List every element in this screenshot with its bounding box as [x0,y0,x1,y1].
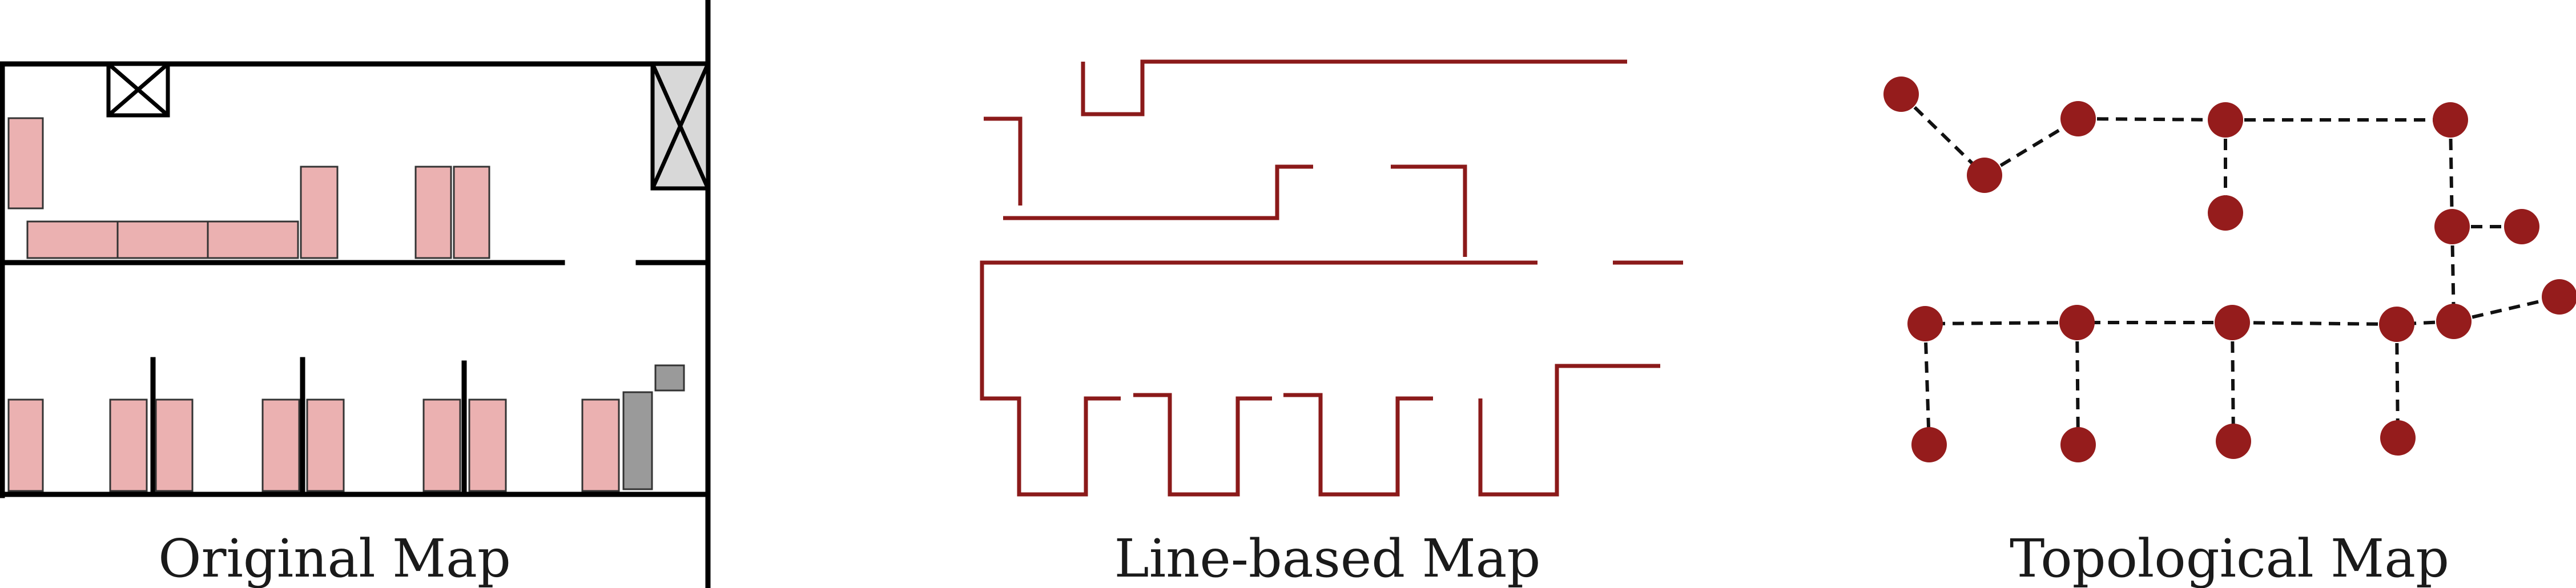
shelf [300,166,339,259]
topology-nodes [1883,76,2576,462]
topology-node-n4 [2208,102,2243,138]
topology-node-n5 [2433,102,2468,138]
topology-node-n13 [2059,305,2095,340]
shelf [109,398,148,492]
line-segments [980,59,1683,497]
original-map-panel: Original Map [0,0,711,588]
topology-edge-n12-n17 [2231,322,2235,442]
crossed-gray-box [650,62,710,191]
line-segment [1283,393,1433,497]
shelf [26,220,119,259]
shelf [116,220,209,259]
topology-node-n9 [2436,304,2472,339]
shelf [422,398,461,492]
line-segment [1003,164,1313,220]
line-segment [1081,59,1627,116]
topology-edge-n11-n12 [2232,321,2397,326]
shelf [468,398,507,492]
topology-node-n12 [2215,305,2250,340]
topology-node-n17 [2216,424,2251,459]
crossed-box [106,62,170,118]
topology-node-n10 [2542,279,2576,315]
topology-edge-n14-n15 [1923,323,1931,445]
shelves-lower [7,398,620,492]
topological-map-panel: Topological Map [1883,76,2576,588]
topology-node-n2 [1967,158,2002,193]
line-segment [1133,393,1272,497]
topology-edge-n13-n14 [1925,321,2078,325]
topology-node-n14 [1907,306,1943,341]
topology-node-n1 [1883,76,1919,112]
topology-node-n7 [2434,209,2470,244]
gray-box [654,364,685,392]
line-segment [1391,164,1467,257]
topology-edge-n13-n16 [2075,322,2080,445]
line-segment [1478,364,1660,497]
topology-edge-n3-n4 [2078,117,2226,122]
shelf [7,398,44,492]
topology-node-n16 [2060,427,2096,462]
caption-original-map: Original Map [158,528,511,588]
line-based-map-panel: Line-based Map [980,59,1683,588]
topology-node-n6 [2208,195,2243,231]
caption-topological-map: Topological Map [2010,528,2449,588]
topology-node-n11 [2379,307,2414,342]
topology-node-n3 [2060,101,2096,136]
line-segment [984,116,1023,206]
topology-node-n15 [1911,427,1947,462]
shelf [414,166,452,259]
topology-edge-n1-n2 [1899,92,1986,177]
topology-edges [1899,92,2560,445]
shelf [261,398,300,492]
topology-edge-n11-n18 [2395,324,2400,438]
shelf [155,398,194,492]
gray-cabinet [622,391,653,490]
gray-objects [622,364,685,490]
shelf [7,117,44,210]
shelves-upper [7,117,490,259]
shelf [207,220,299,259]
shelf [453,166,490,259]
topology-node-n8 [2504,209,2539,244]
topology-node-n18 [2380,420,2416,456]
shelf [581,398,620,492]
shelf [306,398,345,492]
caption-line-based-map: Line-based Map [1114,528,1541,588]
line-segment [980,260,1537,497]
